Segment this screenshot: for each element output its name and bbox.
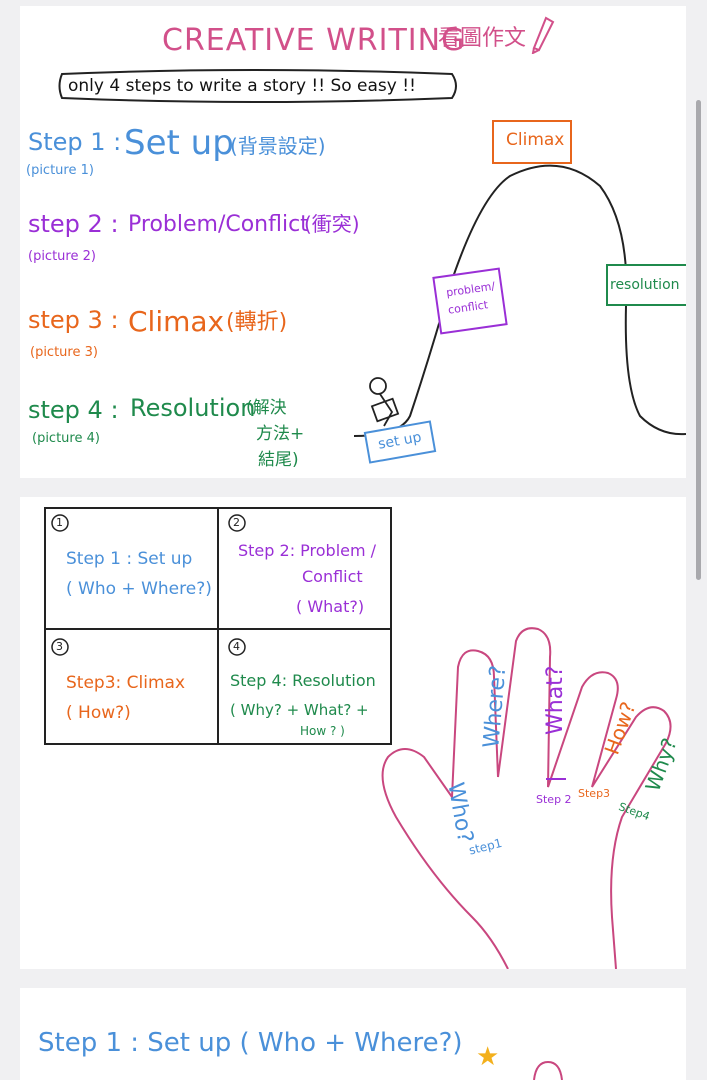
scrollbar-thumb[interactable]	[696, 100, 701, 580]
step4-cn-3: 結尾)	[258, 450, 299, 470]
hand-diagram	[381, 627, 672, 969]
grid-4-line2: ( Why? + What? +	[230, 701, 369, 719]
hand-fragment	[533, 1060, 563, 1080]
grid-4-line3: How ? )	[300, 724, 345, 738]
grid-4-number: 4	[233, 640, 240, 653]
story-mountain-diagram	[353, 164, 686, 437]
pencil-icon	[531, 16, 555, 54]
grid-2-line1: Step 2: Problem /	[238, 541, 377, 560]
grid-4-line1: Step 4: Resolution	[230, 671, 376, 690]
step2-label: step 2 :	[28, 210, 119, 238]
finger-step3-text: Step3	[578, 787, 610, 800]
grid-3-line1: Step3: Climax	[66, 673, 186, 693]
step4-label: step 4 :	[28, 396, 119, 424]
mountain-curve	[353, 164, 686, 437]
step4-cn-1: (解決	[246, 398, 287, 418]
step1-name: Set up	[124, 123, 234, 163]
page-title: CREATIVE WRITING	[162, 23, 466, 58]
finger-step2-text: Step 2	[536, 793, 572, 806]
grid-2-number: 2	[233, 516, 240, 529]
step4-picture: (picture 4)	[32, 431, 100, 446]
resolution-box	[606, 264, 686, 306]
grid-2-line3: ( What?)	[296, 597, 365, 616]
page-3: Step 1 : Set up ( Who + Where?) ★	[20, 988, 686, 1080]
step1-cn: (背景設定)	[230, 134, 326, 158]
four-box-grid	[44, 507, 392, 745]
step4-cn-2: 方法+	[256, 424, 305, 444]
finger-who-text: Who?	[442, 781, 477, 845]
step3-picture: (picture 3)	[30, 345, 98, 360]
finger-how-text: How?	[599, 699, 640, 758]
step2-name: Problem/Conflict	[128, 212, 309, 237]
page-2: 1 2 3 4 Step 1 : Set up ( Who + Where?) …	[20, 497, 686, 969]
finger-why-text: Why?	[640, 735, 681, 795]
grid-1-number: 1	[56, 516, 63, 529]
step1-label: Step 1 :	[28, 128, 122, 156]
grid-3-line2: ( How?)	[66, 703, 131, 723]
grid-2-line2: Conflict	[302, 567, 363, 586]
finger-step4-text: Step4	[617, 800, 652, 823]
grid-1-line1: Step 1 : Set up	[66, 549, 193, 569]
step3-name: Climax	[128, 305, 225, 338]
page-1: CREATIVE WRITING 看圖作文 only 4 steps to wr…	[20, 6, 686, 478]
subtitle: only 4 steps to write a story !! So easy…	[68, 76, 416, 96]
star-icon: ★	[476, 1042, 500, 1072]
step4-name: Resolution	[130, 394, 256, 422]
grid-3-number: 3	[56, 640, 63, 653]
page-title-cn: 看圖作文	[438, 26, 527, 51]
stick-figure	[369, 377, 400, 427]
hand-outline	[381, 627, 672, 969]
step1-picture: (picture 1)	[26, 163, 94, 178]
finger-what-text: What?	[543, 666, 568, 735]
step3-label: step 3 :	[28, 306, 119, 334]
step2-cn: (衝突)	[304, 212, 360, 236]
grid-1-line2: ( Who + Where?)	[66, 579, 212, 599]
finger-where-text: Where?	[479, 664, 511, 749]
resolution-label: resolution	[610, 277, 680, 293]
finger-labels: Who? Where? What? How? Why? step1 Step 2…	[442, 664, 681, 857]
page3-heading: Step 1 : Set up ( Who + Where?)	[38, 1028, 463, 1058]
subtitle-bubble	[58, 69, 457, 103]
climax-box	[492, 120, 572, 164]
step2-picture: (picture 2)	[28, 249, 96, 264]
climax-label: Climax	[506, 130, 565, 150]
step3-cn: (轉折)	[226, 310, 288, 335]
